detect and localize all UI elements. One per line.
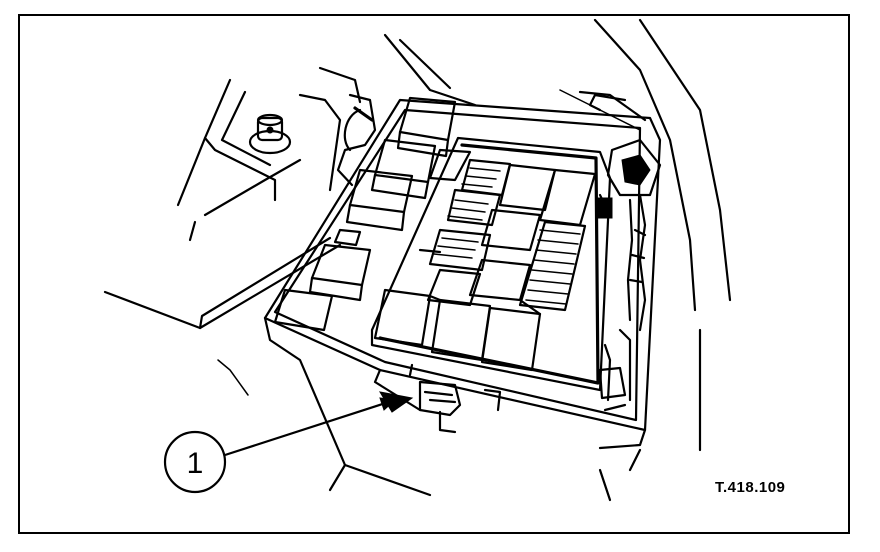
fuse-box-latch: [408, 363, 502, 434]
figure-reference: T.418.109: [715, 479, 785, 496]
connector-plug-right: [597, 138, 662, 332]
callout-1: 1: [163, 430, 227, 494]
wiring-harness-left: [336, 93, 377, 187]
fuse-slots: [433, 167, 597, 312]
mounting-stud-icon: [248, 113, 292, 155]
vehicle-panel-left: [103, 33, 477, 396]
callout-leader: [223, 391, 414, 457]
callout-number: 1: [187, 447, 204, 480]
cable-lower-right: [598, 328, 632, 412]
relay-row-bottom: [373, 163, 557, 372]
vehicle-panel-right: [559, 18, 732, 502]
relay-column-left: [273, 96, 457, 332]
fuse-box-housing: [263, 98, 662, 497]
